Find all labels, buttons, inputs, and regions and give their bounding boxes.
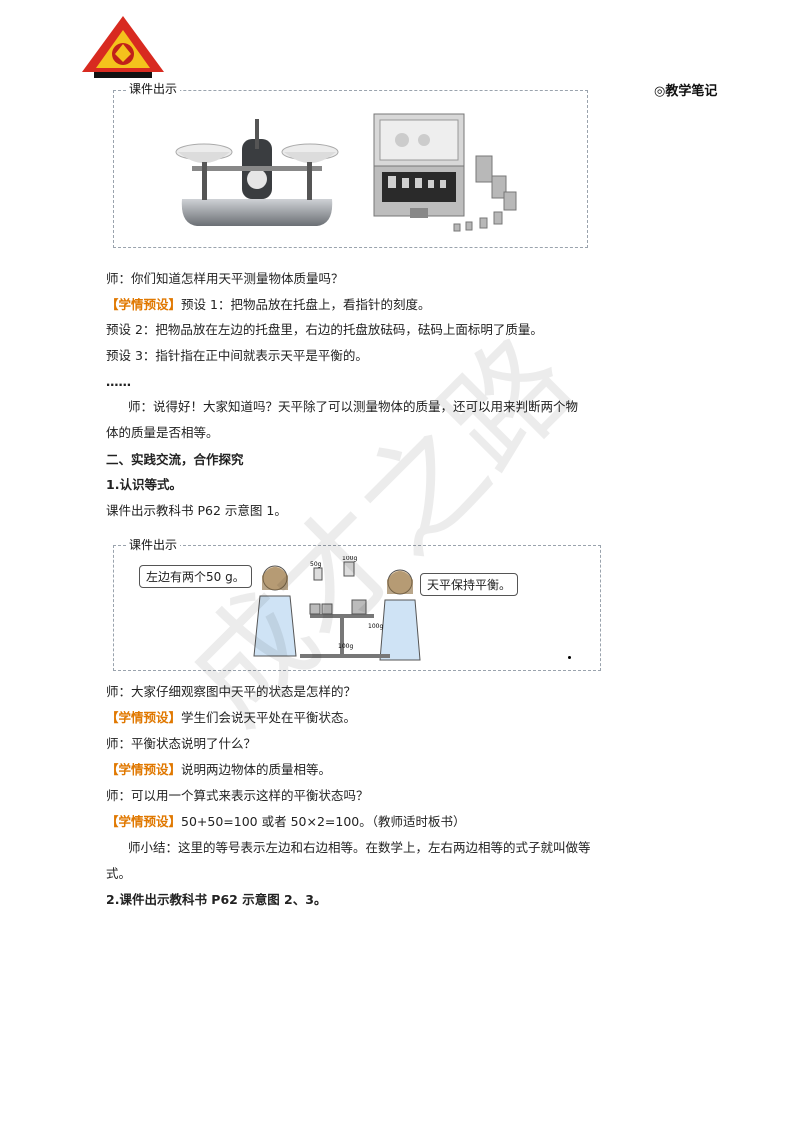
preset-tag: 【学情预设】	[106, 297, 182, 312]
preset-tag: 【学情预设】	[106, 814, 182, 829]
ellipsis: ……	[106, 374, 131, 389]
para-preset-equal-mass: 【学情预设】说明两边物体的质量相等。	[106, 762, 331, 778]
weight-label: 100g	[342, 556, 357, 562]
courseware-figure-1	[113, 90, 588, 248]
speech-bubble-right: 天平保持平衡。	[420, 573, 519, 596]
balance-scale-image	[175, 119, 339, 226]
courseware-figure-1-label: 课件出示	[126, 80, 181, 97]
publisher-logo	[82, 16, 164, 78]
para-teacher-explain-1: 师：说得好！大家知道吗？天平除了可以测量物体的质量，还可以用来判断两个物	[128, 399, 579, 414]
para-summary-1: 师小结：这里的等号表示左边和右边相等。在数学上，左右两边相等的式子就叫做等	[128, 840, 591, 855]
weight-label: 100g	[368, 623, 383, 630]
para-show-figure-1: 课件出示教科书 P62 示意图 1。	[106, 503, 287, 518]
para-preset-3: 预设 3：指针指在正中间就表示天平是平衡的。	[106, 348, 368, 363]
preset-tag: 【学情预设】	[106, 762, 182, 777]
weight-set-image	[373, 113, 517, 232]
preset-text: 说明两边物体的质量相等。	[181, 762, 332, 777]
speech-bubble-left: 左边有两个50 g。	[139, 565, 252, 588]
teaching-notes-label: ◎教学笔记	[654, 84, 718, 99]
preset-text: 预设 1：把物品放在托盘上，看指针的刻度。	[181, 297, 431, 312]
subheading-figures-2-3: 2.课件出示教科书 P62 示意图 2、3。	[106, 892, 327, 907]
preset-text: 学生们会说天平处在平衡状态。	[181, 710, 357, 725]
para-preset-1: 【学情预设】预设 1：把物品放在托盘上，看指针的刻度。	[106, 297, 430, 313]
preset-text: 50+50=100 或者 50×2=100。（教师适时板书）	[181, 814, 466, 829]
preset-tag: 【学情预设】	[106, 710, 182, 725]
weight-label: 100g	[338, 643, 353, 650]
courseware-figure-2-label: 课件出示	[126, 536, 181, 553]
speech-bubble-left-text: 左边有两个50 g。	[146, 570, 245, 584]
para-question-balance: 师：你们知道怎样用天平测量物体质量吗？	[106, 271, 344, 286]
dot-marker	[568, 656, 571, 659]
courseware-figure-2	[113, 545, 601, 671]
subheading-recognize-equation: 1.认识等式。	[106, 477, 182, 492]
girls-with-balance-illustration: 50g 100g 100g 100g	[253, 556, 421, 661]
weight-label: 50g	[310, 561, 322, 568]
para-question-state: 师：大家仔细观察图中天平的状态是怎样的？	[106, 684, 357, 699]
para-preset-2: 预设 2：把物品放在左边的托盘里，右边的托盘放砝码，砝码上面标明了质量。	[106, 322, 543, 337]
section-heading-2: 二、实践交流，合作探究	[106, 452, 244, 467]
para-preset-formula: 【学情预设】50+50=100 或者 50×2=100。（教师适时板书）	[106, 814, 466, 830]
para-question-meaning: 师：平衡状态说明了什么？	[106, 736, 257, 751]
para-summary-2: 式。	[106, 866, 132, 881]
para-teacher-explain-2: 体的质量是否相等。	[106, 425, 219, 440]
para-question-formula: 师：可以用一个算式来表示这样的平衡状态吗？	[106, 788, 369, 803]
para-preset-balanced: 【学情预设】学生们会说天平处在平衡状态。	[106, 710, 356, 726]
speech-bubble-right-text: 天平保持平衡。	[427, 578, 512, 592]
